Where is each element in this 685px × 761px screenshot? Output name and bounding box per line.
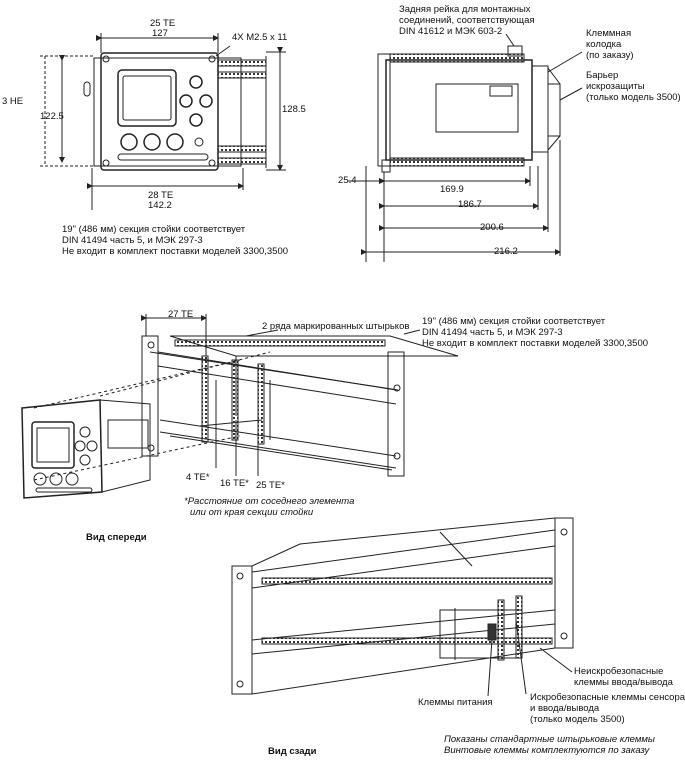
terminal-block-line-1: Клеммная [586,28,632,39]
dim-screws: 4X M2.5 x 11 [232,32,288,43]
front-rack-note-line-3: Не входит в комплект поставки моделей 33… [422,338,649,349]
dim-186-7: 186.7 [458,199,482,210]
shown-note-line-1: Показаны стандартные штырьковые клеммы [444,734,655,745]
dim-25te: 25 TE [150,18,176,29]
dim-200-6: 200.6 [480,222,504,233]
dim-169-9: 169.9 [440,184,464,195]
dim-25te-front: 25 TE* [256,480,285,491]
power-terminals-label: Клеммы питания [418,697,493,708]
front-view-iso [21,314,459,499]
rack-note-line-2: DIN 41494 часть 5, и МЭК 297-3 [62,235,203,246]
terminal-block-line-2: колодка [586,39,622,50]
footnote-line-2: или от края секции стойки [190,507,314,518]
dim-16te: 16 TE* [220,478,249,489]
dim-27te: 27 TE [168,309,194,320]
rear-view-iso [231,517,574,697]
barrier-line-1: Барьер [586,70,619,81]
terminal-block-line-3: (по заказу) [586,50,634,61]
non-is-line-2: клеммы ввода/вывода [574,677,673,688]
rail-note-line-3: DIN 41612 и МЭК 603-2 [399,26,503,37]
rack-note-line-3: Не входит в комплект поставки моделей 33… [62,246,289,257]
is-terminals-line-1: Искробезопасные клеммы сенсора [530,692,685,703]
shown-note-line-2: Винтовые клеммы комплектуются по заказу [444,745,650,756]
is-terminals-line-2: и ввода/вывода [530,703,600,714]
footnote-line-1: *Расстояние от соседнего элемента [184,496,355,507]
rack-note-line-1: 19" (486 мм) секция стойки соответствует [62,224,246,235]
rail-note-line-2: соединений, соответствующая [399,15,535,26]
dim-128: 128.5 [282,104,306,115]
front-rack-note-line-2: DIN 41494 часть 5, и МЭК 297-3 [422,327,563,338]
dim-3he: 3 HE [2,96,24,107]
dim-142: 142.2 [148,200,172,211]
is-terminals-line-3: (только модель 3500) [530,714,625,725]
front-elevation [40,33,286,210]
side-elevation [348,33,583,262]
dim-25-4: 25.4 [338,175,357,186]
dim-4te: 4 TE* [186,472,210,483]
non-is-line-1: Неискробезопасные [574,666,664,677]
barrier-line-2: искрозащиты [586,81,645,92]
dim-28te: 28 TE [148,190,174,201]
rail-note-line-1: Задняя рейка для монтажных [399,4,531,15]
pins-label: 2 ряда маркированных штырьков [262,321,410,332]
front-view-title: Вид спереди [86,532,147,543]
front-rack-note-line-1: 19" (486 мм) секция стойки соответствует [422,316,606,327]
dim-216-2: 216.2 [494,246,518,257]
rear-view-title: Вид сзади [268,746,317,757]
dim-122: 122.5 [40,111,64,122]
dim-127: 127 [152,28,168,39]
barrier-line-3: (только модель 3500) [586,92,681,103]
